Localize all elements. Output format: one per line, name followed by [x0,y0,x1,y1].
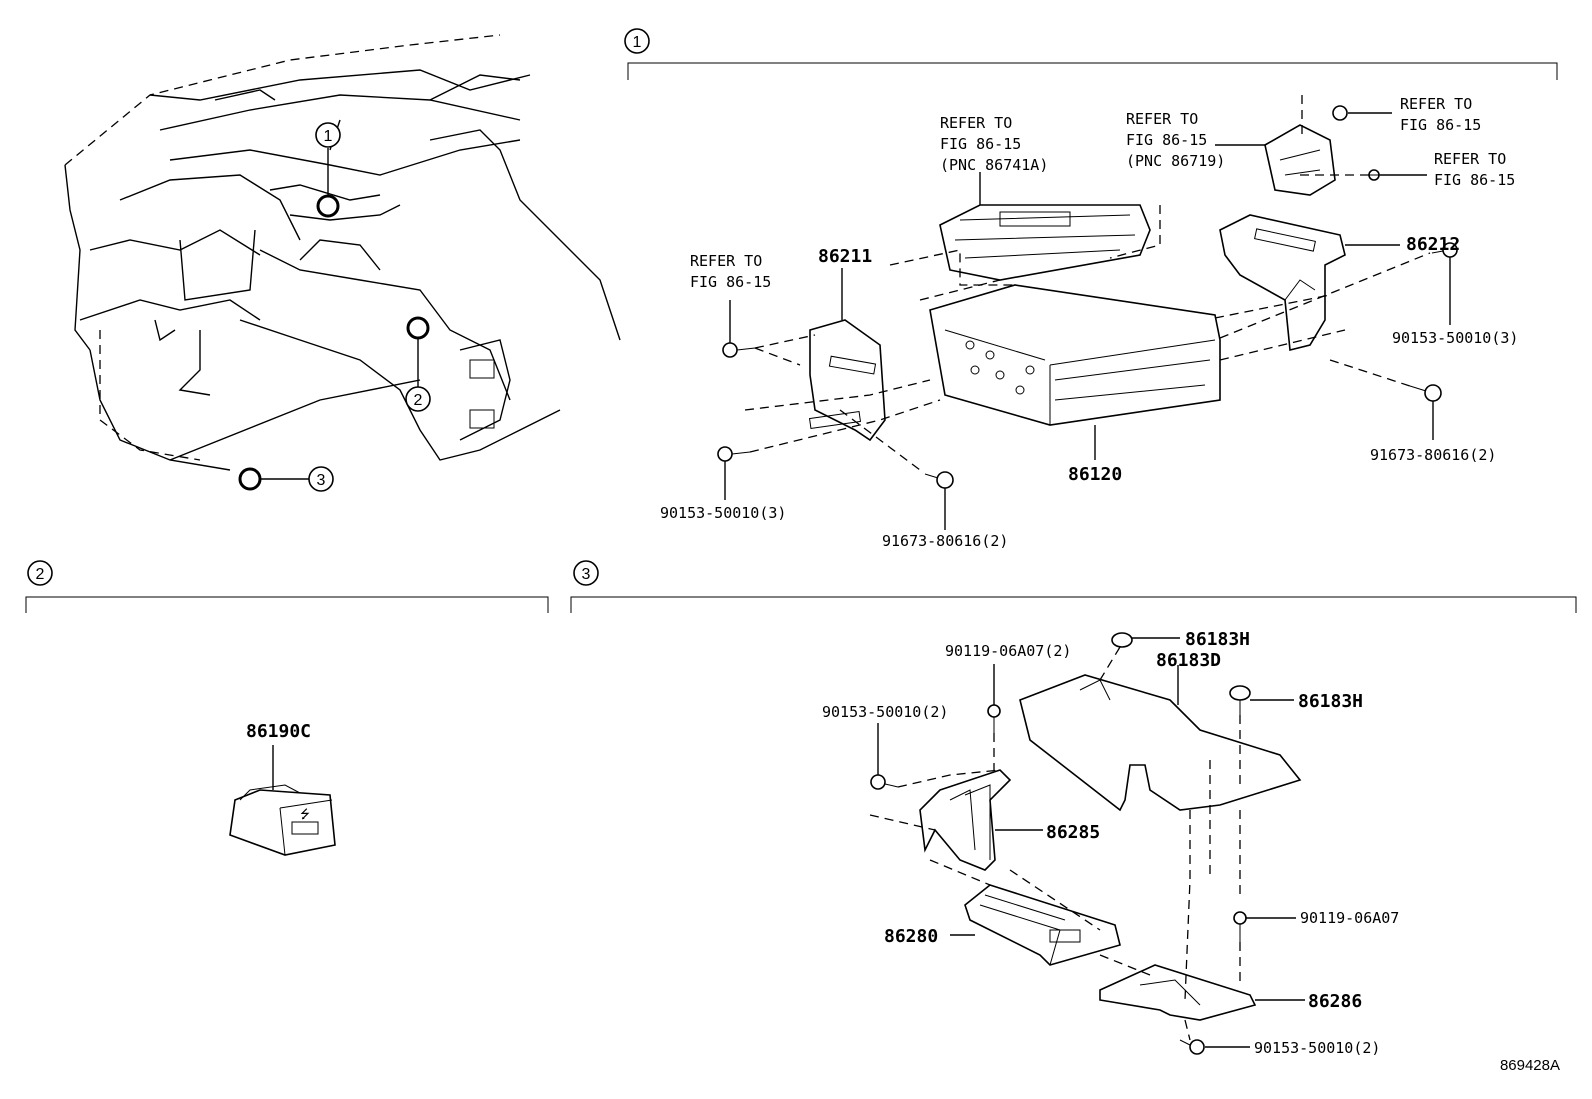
part-number-86183H-b[interactable]: 86183H [1298,691,1363,712]
usb-icon: ⭍ [300,807,310,821]
section-1-number: 1 [633,34,642,51]
part-number-86183D[interactable]: 86183D [1156,650,1221,671]
location-marker-2 [406,316,430,340]
location-marker-1 [316,194,340,218]
svg-text:FIG 86-15: FIG 86-15 [940,135,1021,153]
part-number-90153-left[interactable]: 90153-50010(3) [660,504,786,522]
bracket-86285[interactable] [919,769,1012,871]
part-number-86120[interactable]: 86120 [1068,464,1122,485]
section-3-assembly: 90119-06A07(2) 90153-50010(2) 86183H 861… [822,629,1399,1057]
part-number-86280[interactable]: 86280 [884,926,938,947]
part-number-90153-right[interactable]: 90153-50010(3) [1392,329,1518,347]
section-2-badge[interactable] [27,560,53,586]
callout-3[interactable] [308,466,334,492]
part-number-90119-06A07[interactable]: 90119-06A07 [1300,909,1399,927]
bracket-86719-ref[interactable] [1264,124,1336,196]
figure-id: 869428A [1500,1057,1560,1074]
part-number-86285[interactable]: 86285 [1046,822,1100,843]
part-number-90119-06A07-2[interactable]: 90119-06A07(2) [945,642,1071,660]
audio-head-unit-86120[interactable] [929,284,1221,426]
refer-label-e: REFER TO FIG 86-15 [690,252,771,291]
part-number-91673-right[interactable]: 91673-80616(2) [1370,446,1496,464]
navigation-unit-ref[interactable] [939,204,1151,281]
screw-icon [870,704,1247,1055]
part-number-91673-left[interactable]: 91673-80616(2) [882,532,1008,550]
bracket-86212[interactable] [1219,214,1346,352]
svg-text:FIG 86-15: FIG 86-15 [1400,116,1481,134]
cover-86183D[interactable] [1019,674,1302,812]
section-1-header: 1 [624,28,1558,80]
location-marker-3 [238,467,262,491]
callout-3-label: 3 [317,472,326,489]
section-3-number: 3 [582,566,591,583]
svg-text:FIG 86-15: FIG 86-15 [690,273,771,291]
svg-text:REFER TO: REFER TO [1400,95,1472,113]
dashboard-overview: 1 2 3 [64,34,621,492]
svg-text:REFER TO: REFER TO [1126,110,1198,128]
part-number-86211[interactable]: 86211 [818,246,872,267]
svg-text:(PNC 86741A): (PNC 86741A) [940,156,1048,174]
refer-label-b: REFER TO FIG 86-15 (PNC 86719) [1126,110,1225,170]
module-86280[interactable] [964,884,1121,966]
clip-icon [1111,632,1251,715]
part-number-90153-50010-2-top[interactable]: 90153-50010(2) [822,703,948,721]
screw-icon [717,342,954,489]
part-number-86183H-a[interactable]: 86183H [1185,629,1250,650]
section-2-number: 2 [36,566,45,583]
section-1-badge[interactable] [624,28,650,54]
usb-port-86190C[interactable]: ⭍ [229,784,336,856]
svg-text:REFER TO: REFER TO [1434,150,1506,168]
screw-icon [1409,242,1458,402]
callout-1-label: 1 [324,128,333,145]
part-number-90153-50010-2-bottom[interactable]: 90153-50010(2) [1254,1039,1380,1057]
callout-1[interactable] [315,122,341,148]
svg-text:REFER TO: REFER TO [690,252,762,270]
section-1-assembly: REFER TO FIG 86-15 (PNC 86741A) REFER TO… [660,95,1518,550]
refer-label-a: REFER TO FIG 86-15 (PNC 86741A) [940,114,1048,174]
svg-text:FIG 86-15: FIG 86-15 [1434,171,1515,189]
bracket-86286[interactable] [1099,964,1257,1021]
bracket-86211[interactable] [808,319,886,442]
section-3-header: 3 [570,560,1577,613]
section-2-assembly: ⭍ 86190C [229,721,336,856]
part-number-86190C[interactable]: 86190C [246,721,311,742]
svg-text:(PNC 86719): (PNC 86719) [1126,152,1225,170]
svg-text:REFER TO: REFER TO [940,114,1012,132]
refer-label-d: REFER TO FIG 86-15 [1434,150,1515,189]
screw-icon [1332,105,1380,181]
section-2-header: 2 [25,560,549,613]
section-3-badge[interactable] [573,560,599,586]
callout-2-label: 2 [414,392,423,409]
svg-text:FIG 86-15: FIG 86-15 [1126,131,1207,149]
callout-2[interactable] [405,386,431,412]
part-number-86286[interactable]: 86286 [1308,991,1362,1012]
refer-label-c: REFER TO FIG 86-15 [1400,95,1481,134]
part-number-86212[interactable]: 86212 [1406,234,1460,255]
